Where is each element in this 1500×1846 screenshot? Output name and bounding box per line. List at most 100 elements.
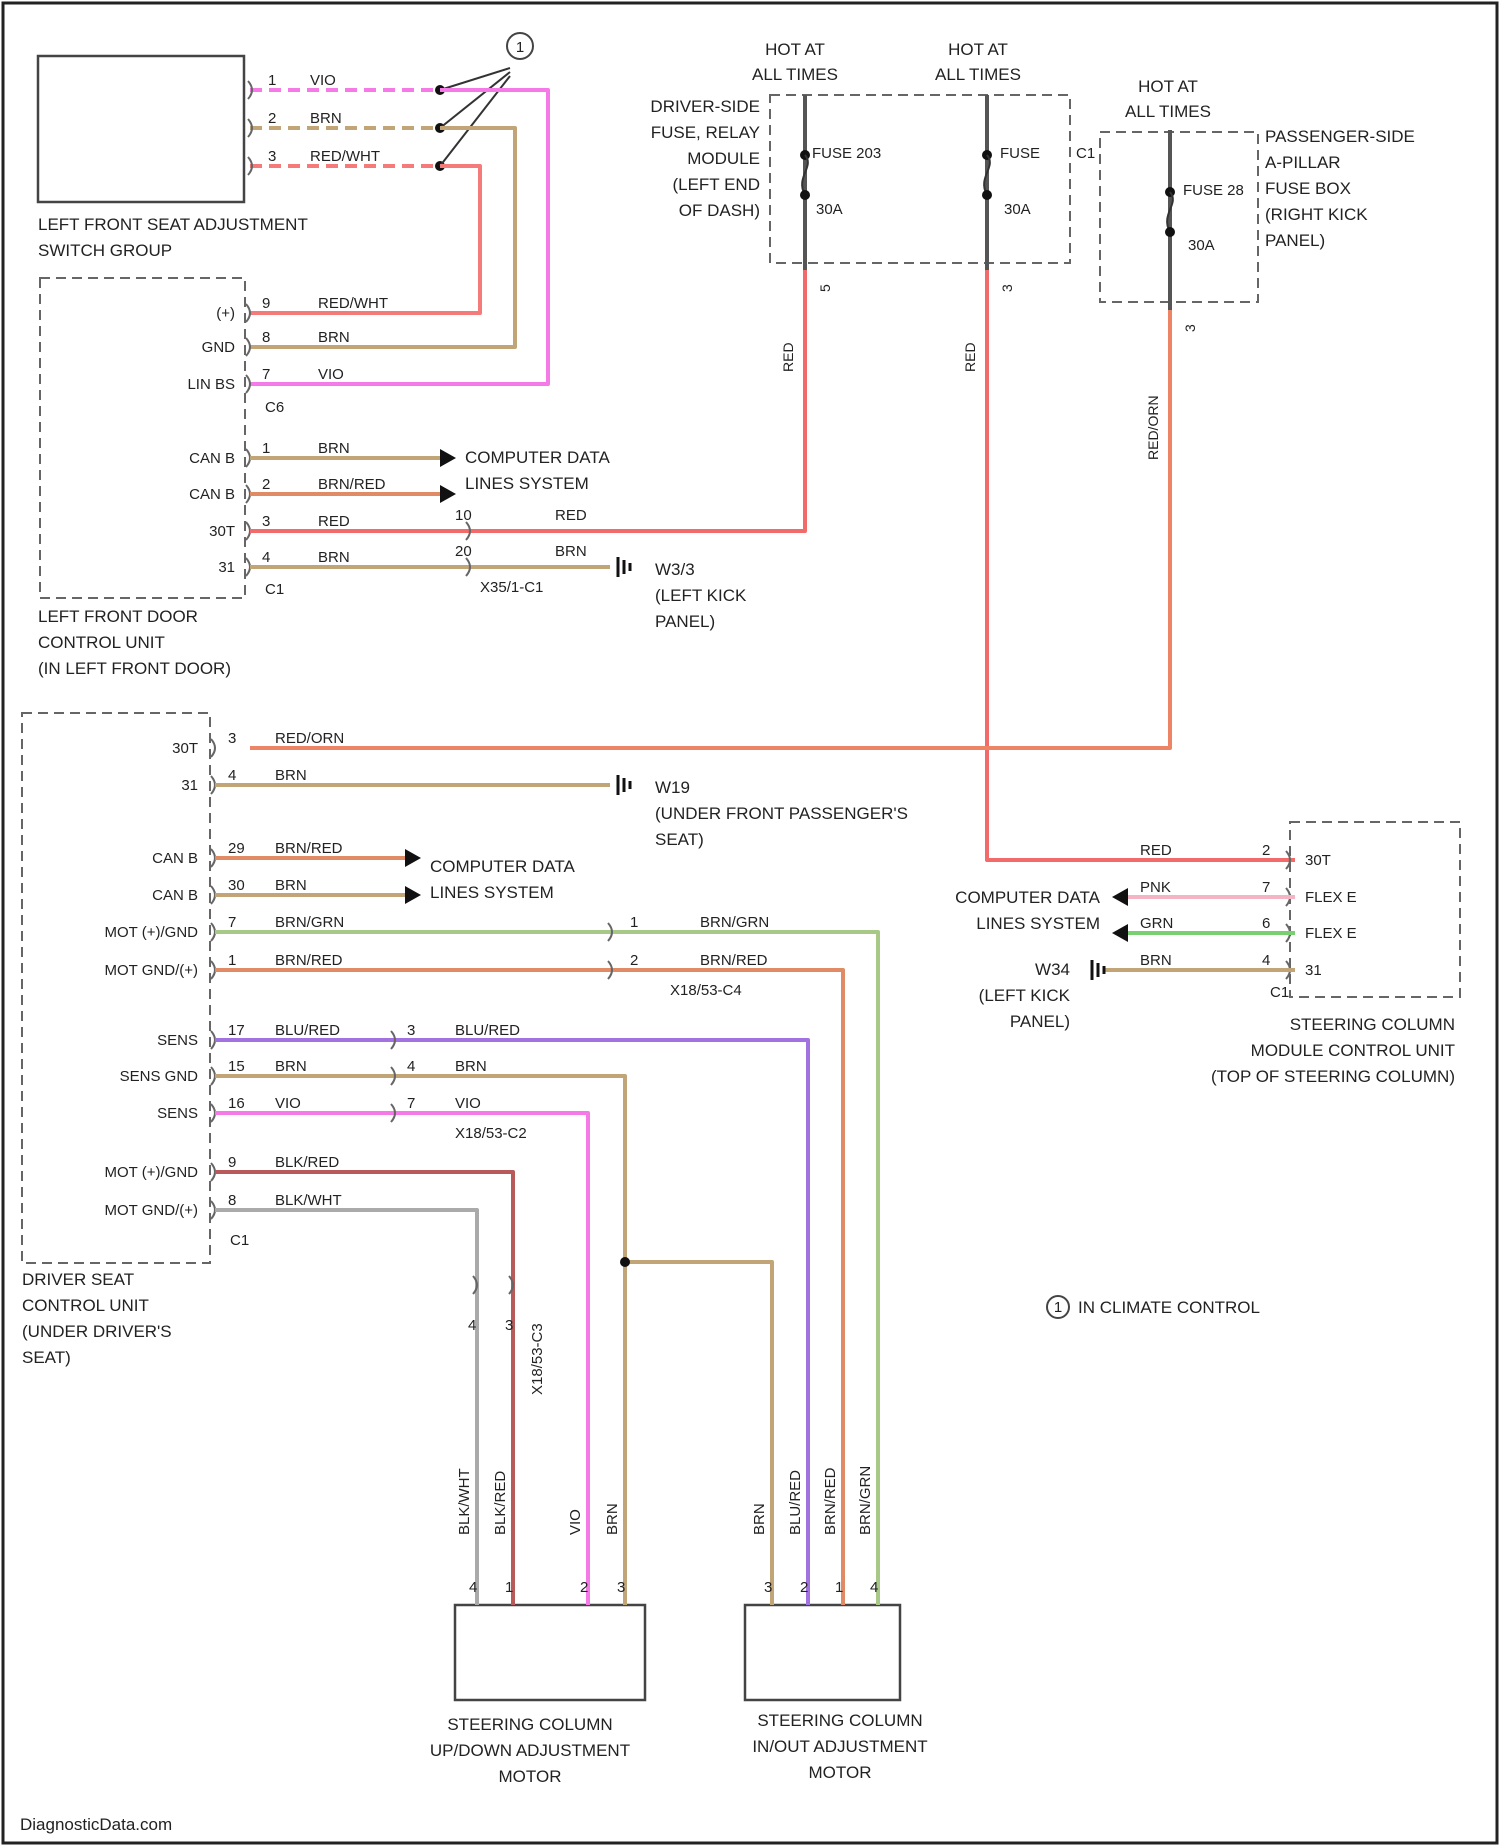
passenger-fuse-label-line4: (RIGHT KICK xyxy=(1265,205,1368,224)
column-wire-label-6: GRN xyxy=(1140,915,1173,932)
seat-can-arrow-2 xyxy=(405,886,421,904)
c3-pin-4: 4 xyxy=(468,1317,476,1334)
seat-computer-data-line2: LINES SYSTEM xyxy=(430,883,554,902)
seat-label-0: 30T xyxy=(172,740,198,757)
updown-pin-3: 3 xyxy=(617,1579,625,1596)
seat-pinmark-4 xyxy=(211,776,215,794)
c2-pin-4: 4 xyxy=(407,1058,415,1075)
seat-switch-label-line2: SWITCH GROUP xyxy=(38,241,172,260)
seat-label-10: MOT GND/(+) xyxy=(105,1202,198,1219)
seat-label-8: SENS xyxy=(157,1105,198,1122)
inout-pin-4: 4 xyxy=(870,1579,878,1596)
updown-pin-4: 4 xyxy=(469,1579,477,1596)
driver-fuse-label-line4: (LEFT END xyxy=(672,175,760,194)
fuse3-amp: 30A xyxy=(1188,237,1215,254)
inout-motor-label-line3: MOTOR xyxy=(809,1763,872,1782)
inout-pin-1: 1 xyxy=(835,1579,843,1596)
fuse2-symbol-bottom xyxy=(982,190,992,200)
switch-pin-2: 2 xyxy=(268,110,276,127)
hot-label-2b: ALL TIMES xyxy=(935,65,1021,84)
driver-fuse-label-line1: DRIVER-SIDE xyxy=(650,97,760,116)
column-30t-power-wire xyxy=(987,270,1295,860)
inout-wire-label-3: BRN/GRN xyxy=(857,1466,874,1535)
seat-can-arrow-1 xyxy=(405,849,421,867)
seat-pin-9: 9 xyxy=(228,1154,236,1171)
door-c1-label-0: CAN B xyxy=(189,450,235,467)
c4-color-1: BRN/GRN xyxy=(700,914,769,931)
seat-label-9: MOT (+)/GND xyxy=(105,1164,199,1181)
door-c1-pinmark-2 xyxy=(246,485,250,503)
switch-color-3: RED/WHT xyxy=(310,148,380,165)
seat-pin-17: 17 xyxy=(228,1022,245,1039)
updown-motor-plus-wire xyxy=(215,1172,513,1605)
c2-pin-7: 7 xyxy=(407,1095,415,1112)
door-splice-pin-a: 10 xyxy=(455,507,472,524)
seat-pinmark-9 xyxy=(211,1163,215,1181)
door-c1-color-2: BRN/RED xyxy=(318,476,386,493)
column-pin-label-7: FLEX E xyxy=(1305,889,1357,906)
column-arrow-2 xyxy=(1112,924,1128,942)
seat-unit-label-line4: SEAT) xyxy=(22,1348,71,1367)
c2-color-4: BRN xyxy=(455,1058,487,1075)
footer-credit: DiagnosticData.com xyxy=(20,1815,172,1834)
seat-pinmark-1 xyxy=(211,961,215,979)
seat-pin-15: 15 xyxy=(228,1058,245,1075)
ground-w19-line3: SEAT) xyxy=(655,830,704,849)
seat-pinmark-16 xyxy=(211,1104,215,1122)
fuse1-wire-label: RED xyxy=(780,342,796,372)
c2-color-3: BLU/RED xyxy=(455,1022,520,1039)
updown-pin-1: 1 xyxy=(505,1579,513,1596)
fuse1-symbol-bottom xyxy=(800,190,810,200)
fuse3-symbol-bottom xyxy=(1165,227,1175,237)
column-c1-connector-name: C1 xyxy=(1270,984,1289,1001)
seat-switch-label-line1: LEFT FRONT SEAT ADJUSTMENT xyxy=(38,215,308,234)
updown-motor-label-line2: UP/DOWN ADJUSTMENT xyxy=(430,1741,630,1760)
seat-pinmark-7 xyxy=(211,923,215,941)
switch-pin-3: 3 xyxy=(268,148,276,165)
door-unit-label-line1: LEFT FRONT DOOR xyxy=(38,607,198,626)
door-c1-label-3: 31 xyxy=(218,559,235,576)
column-module-label-line2: MODULE CONTROL UNIT xyxy=(1251,1041,1455,1060)
column-wire-label-7: PNK xyxy=(1140,879,1171,896)
driver-fuse-label-line5: OF DASH) xyxy=(679,201,760,220)
c6-pin-9: 9 xyxy=(262,295,270,312)
driver-fuse-module-outline xyxy=(770,95,1070,263)
inout-wire-label-0: BRN xyxy=(751,1503,768,1535)
c6-pinmark-7 xyxy=(246,375,250,393)
c2-pin-3: 3 xyxy=(407,1022,415,1039)
passenger-fuse-label-line2: A-PILLAR xyxy=(1265,153,1341,172)
hot-label-3b: ALL TIMES xyxy=(1125,102,1211,121)
updown-motor-box xyxy=(455,1605,645,1700)
c6-label-8: GND xyxy=(202,339,236,356)
fuse3-name: FUSE 28 xyxy=(1183,182,1244,199)
door-c1-pin-2: 2 xyxy=(262,476,270,493)
seat-unit-label-line3: (UNDER DRIVER'S xyxy=(22,1322,172,1341)
passenger-fuse-box-outline xyxy=(1100,132,1258,302)
fuse2-wire-label: RED xyxy=(962,342,978,372)
lin-bus-wire xyxy=(250,90,548,384)
updown-wire-label-1: BLK/RED xyxy=(492,1471,509,1535)
door-c1-pinmark-1 xyxy=(246,449,250,467)
inout-wire-label-1: BLU/RED xyxy=(787,1470,804,1535)
seat-pin-1: 1 xyxy=(228,952,236,969)
seat-pin-8: 8 xyxy=(228,1192,236,1209)
seat-pinmark-15 xyxy=(211,1067,215,1085)
seat-pinmark-3 xyxy=(211,739,215,757)
component-labels: LEFT FRONT SEAT ADJUSTMENT SWITCH GROUP … xyxy=(22,97,1455,1786)
c2-connector-name: X18/53-C2 xyxy=(455,1125,527,1142)
door-computer-data-line2: LINES SYSTEM xyxy=(465,474,589,493)
driver-fuse-label-line2: FUSE, RELAY xyxy=(651,123,760,142)
fuse3-pin: 3 xyxy=(1182,324,1198,332)
door-c1-pin-4: 4 xyxy=(262,549,270,566)
updown-motor-label-line3: MOTOR xyxy=(499,1767,562,1786)
column-pin-label-6: FLEX E xyxy=(1305,925,1357,942)
column-computer-data-line1: COMPUTER DATA xyxy=(955,888,1100,907)
seat-label-1: 31 xyxy=(181,777,198,794)
sensor-ground-branch-wire xyxy=(625,1262,772,1605)
seat-color-15: BRN xyxy=(275,1058,307,1075)
column-wire-label-4: BRN xyxy=(1140,952,1172,969)
seat-adjustment-switch-box xyxy=(38,56,244,202)
c4-connector-name: X18/53-C4 xyxy=(670,982,742,999)
door-c1-color-4: BRN xyxy=(318,549,350,566)
